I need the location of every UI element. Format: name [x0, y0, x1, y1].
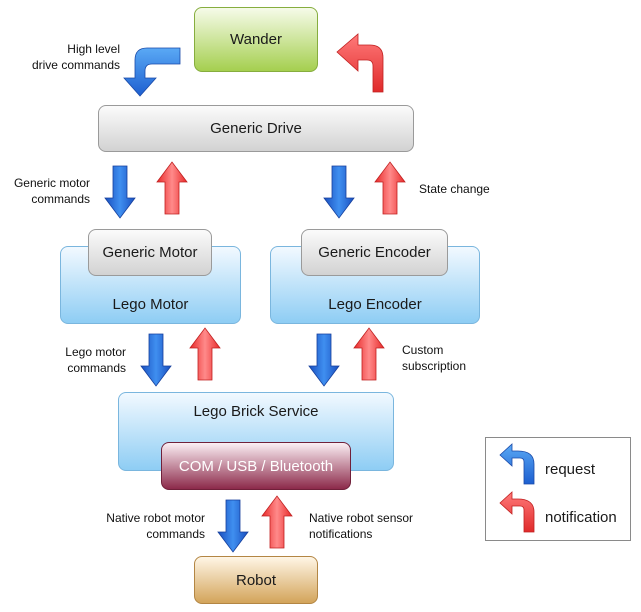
node-robot-label: Robot: [235, 571, 277, 589]
legend-icons: [499, 443, 535, 533]
arrow-up-generic-encoder: [374, 161, 406, 215]
node-generic-drive-label: Generic Drive: [210, 120, 302, 137]
label-native-sensor-line1: Native robot sensor: [309, 511, 414, 525]
arrow-down-generic-encoder: [323, 165, 355, 219]
node-wander: Wander: [194, 7, 318, 72]
curved-request-arrow: [123, 47, 181, 97]
label-custom-subscription-line2: subscription: [402, 359, 467, 373]
arrow-up-lego-encoder: [353, 327, 385, 381]
node-generic-motor: Generic Motor: [88, 229, 212, 276]
label-state-change-line: State change: [419, 182, 490, 196]
legend-request-label: request: [545, 461, 596, 478]
node-generic-encoder-label: Generic Encoder: [318, 244, 431, 261]
label-native-motor-line1: Native robot motor: [106, 511, 205, 525]
node-lego-brick-service-label: Lego Brick Service: [193, 403, 319, 420]
legend-notification-label: notification: [545, 509, 617, 526]
label-native-sensor-line2: notifications: [309, 527, 373, 541]
label-native-sensor: Native robot sensor notifications: [309, 510, 413, 542]
arrow-down-lego-motor: [140, 333, 172, 387]
label-custom-subscription: Custom subscription: [402, 342, 466, 374]
legend-request-arrow-icon: [499, 443, 535, 485]
label-native-motor-line2: commands: [146, 527, 205, 541]
arrow-up-robot: [261, 495, 293, 549]
node-generic-drive: Generic Drive: [98, 105, 414, 152]
label-generic-motor-commands: Generic motor commands: [0, 175, 90, 207]
legend-notification-arrow-icon: [499, 491, 535, 533]
arrow-down-robot: [217, 499, 249, 553]
node-generic-motor-label: Generic Motor: [102, 244, 198, 261]
label-generic-motor-commands-line1: Generic motor: [13, 176, 90, 190]
arrow-up-generic-motor: [156, 161, 188, 215]
node-lego-encoder-label: Lego Encoder: [328, 296, 422, 313]
label-state-change: State change: [419, 181, 490, 197]
label-high-level: High level drive commands: [20, 41, 120, 73]
legend: request notification: [485, 437, 631, 541]
arrow-down-generic-motor: [104, 165, 136, 219]
node-lego-motor-label: Lego Motor: [112, 296, 189, 313]
node-generic-encoder: Generic Encoder: [301, 229, 448, 276]
label-lego-motor-commands: Lego motor commands: [20, 344, 126, 376]
label-generic-motor-commands-line2: commands: [31, 192, 90, 206]
node-com-usb-bluetooth-label: COM / USB / Bluetooth: [178, 457, 334, 475]
curved-notification-arrow: [336, 33, 384, 93]
label-lego-motor-commands-line2: commands: [67, 361, 126, 375]
label-high-level-line1: High level: [67, 42, 120, 56]
label-lego-motor-commands-line1: Lego motor: [65, 345, 126, 359]
node-com-usb-bluetooth: COM / USB / Bluetooth: [161, 442, 351, 490]
label-native-motor: Native robot motor commands: [60, 510, 205, 542]
node-robot: Robot: [194, 556, 318, 604]
arrow-up-lego-motor: [189, 327, 221, 381]
label-high-level-line2: drive commands: [31, 58, 120, 72]
node-wander-label: Wander: [230, 31, 282, 48]
label-custom-subscription-line1: Custom: [402, 343, 444, 357]
arrow-down-lego-encoder: [308, 333, 340, 387]
